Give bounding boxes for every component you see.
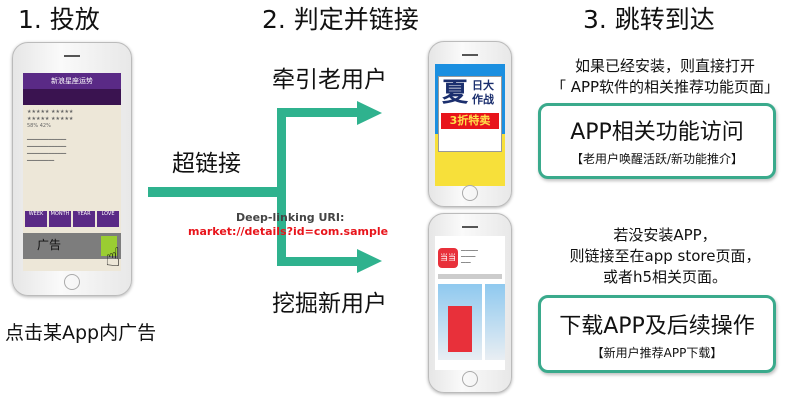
arrow-branch-bottom: [277, 257, 359, 266]
app-logo: 当当: [438, 248, 458, 268]
deeplink-uri: market://details?id=com.sample: [188, 225, 389, 238]
tab-month: MONTH: [49, 211, 71, 227]
not-installed-note-line-3: 或者h5相关页面。: [602, 268, 728, 286]
arrow-split: [277, 108, 286, 266]
arrowhead-bottom-icon: [357, 249, 382, 273]
not-installed-box-title: 下载APP及后续操作: [559, 314, 755, 339]
arrowhead-top-icon: [357, 101, 382, 125]
not-installed-note-line-2: 则链接至在app store页面，: [569, 247, 761, 265]
installed-box-sub: 【老用户唤醒活跃/新功能推介】: [570, 152, 744, 166]
ad-label: 广告: [37, 238, 62, 252]
not-installed-box-sub: 【新用户推荐APP下载】: [591, 346, 723, 360]
not-installed-box: 下载APP及后续操作 【新用户推荐APP下载】: [538, 295, 776, 373]
deeplink-title: Deep-linking URI:: [236, 211, 345, 224]
not-installed-note: 若没安装APP， 则链接至在app store页面， 或者h5相关页面。: [545, 225, 785, 288]
tab-year: YEAR: [73, 211, 95, 227]
ad-banner[interactable]: 广告: [23, 233, 121, 259]
tab-love: LOVE: [97, 211, 119, 227]
installed-box-title: APP相关功能访问: [570, 120, 744, 145]
arrow-main: [148, 187, 285, 197]
phone-app-store: 当当 ━━━━━━━━━━━━━━━━━: [428, 213, 512, 393]
installed-note-line-2: 「 APP软件的相关推荐功能页面」: [550, 78, 780, 96]
hyperlink-label: 超链接: [172, 151, 241, 177]
installed-note: 如果已经安装，则直接打开 「 APP软件的相关推荐功能页面」: [545, 56, 785, 98]
app-header: 新浪星座运势: [23, 73, 121, 89]
phone-installed-app: 夏 日大 作战 3折特卖: [428, 41, 512, 207]
step-1-title: 1. 投放: [18, 5, 100, 34]
not-installed-note-line-1: 若没安装APP，: [613, 226, 717, 244]
ad-big-char: 夏: [442, 78, 469, 108]
left-caption: 点击某App内广告: [5, 322, 157, 344]
new-users-label: 挖掘新用户: [272, 291, 387, 317]
arrow-branch-top: [277, 108, 359, 117]
ad-small-1: 日大: [472, 79, 494, 92]
step-3-title: 3. 跳转到达: [583, 5, 715, 34]
ad-small-2: 作战: [472, 93, 494, 106]
tab-week: WEEK: [25, 211, 47, 227]
hand-pointer-icon: ☝: [105, 243, 121, 273]
installed-note-line-1: 如果已经安装，则直接打开: [574, 57, 755, 75]
step-2-title: 2. 判定并链接: [262, 5, 419, 34]
ad-sale: 3折特卖: [441, 113, 499, 129]
installed-box: APP相关功能访问 【老用户唤醒活跃/新功能推介】: [538, 103, 776, 179]
phone-ad-app: 新浪星座运势 ★★★★★ ★★★★★★★★★★ ★★★★★58% 42%━━━━…: [12, 42, 132, 296]
old-users-label: 牵引老用户: [272, 67, 387, 93]
